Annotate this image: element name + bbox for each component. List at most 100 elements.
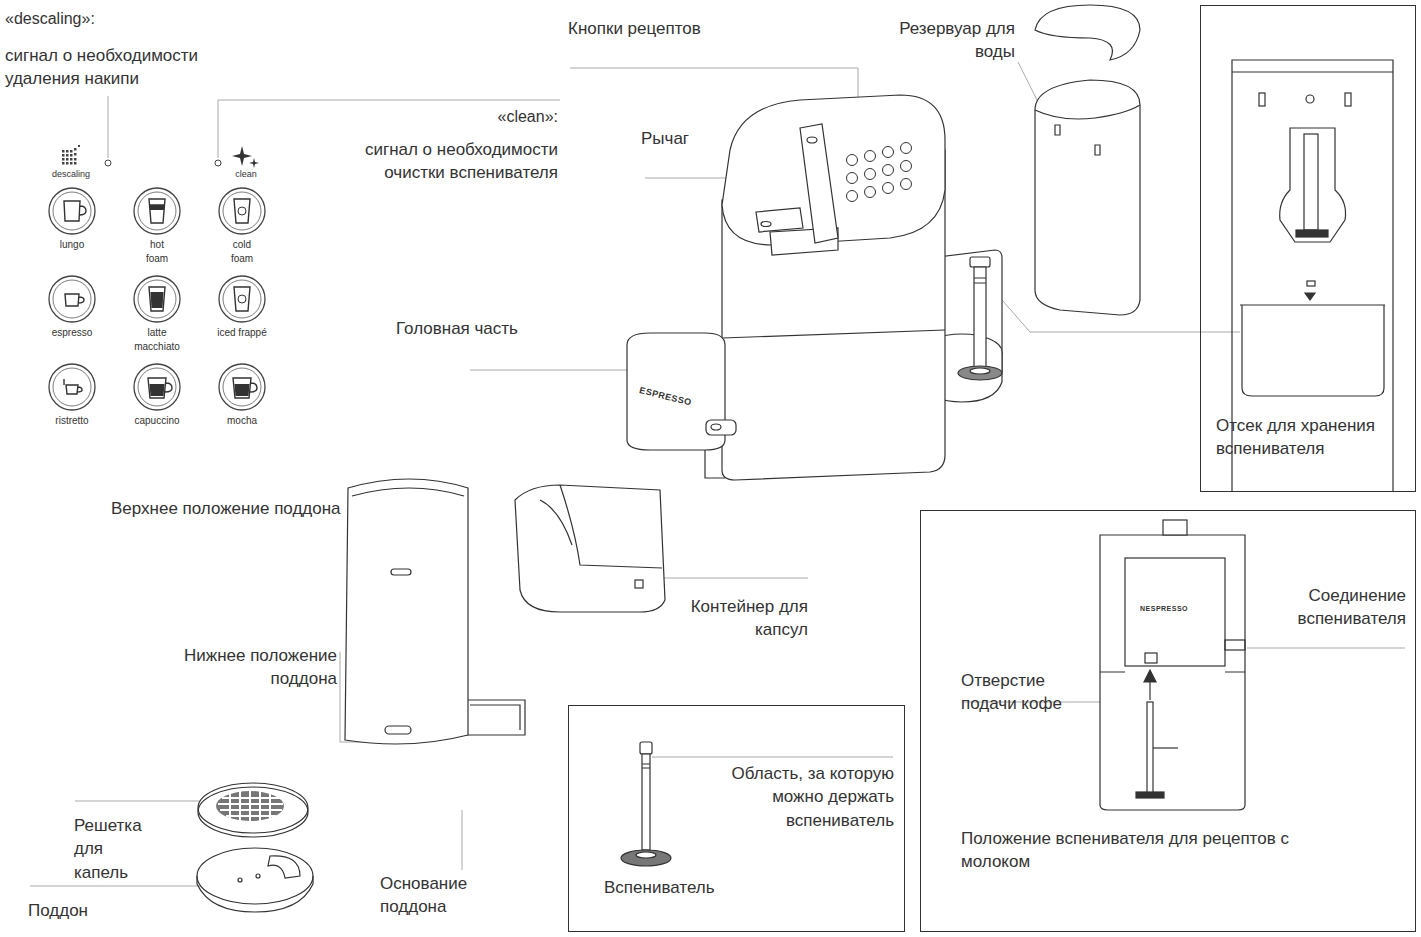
recipe-icons-shape (149, 287, 165, 311)
button-label: capuccino (127, 414, 187, 428)
top-buttons-shape (847, 155, 858, 166)
drip-tray-base-shape (345, 479, 468, 744)
descaling-icon (62, 145, 80, 165)
machine-body (705, 95, 945, 480)
recipe-buttons-shape (138, 280, 176, 318)
descaling-icon-shape (66, 150, 69, 153)
capsule-container-shape (560, 485, 662, 568)
part-label: Головная часть (396, 317, 556, 340)
storage-view-shape (1304, 134, 1318, 230)
recipe-icons-shape (149, 199, 165, 223)
milk-position-view-shape (1163, 520, 1187, 535)
drip-tray-base-shape (385, 726, 411, 734)
indicator-label: descaling (45, 168, 97, 180)
head-part-shape (706, 420, 736, 435)
storage-view-shape (1307, 281, 1315, 286)
descaling-icon-shape (70, 150, 73, 153)
descaling-icon-shape (70, 162, 73, 165)
drip-tray-shape (197, 876, 313, 912)
top-buttons-shape (883, 147, 894, 158)
recipe-buttons-shape (219, 188, 265, 234)
leader-lines-shape (462, 810, 463, 870)
descaling-icon-shape (66, 158, 69, 161)
milk-position-view-shape (1100, 535, 1245, 810)
frother-standing-shape (970, 257, 990, 267)
capsule-container-shape (635, 580, 643, 588)
recipe-buttons-shape (53, 280, 91, 318)
milk-position-view-shape (1153, 747, 1178, 748)
descaling-icon-shape (78, 145, 80, 147)
button-label: cold foam (225, 238, 259, 266)
water-tank-shape (1035, 80, 1140, 315)
frother-view-shape (640, 742, 652, 754)
inset-panel: Соединение вспенивателяОтверстие подачи … (920, 510, 1416, 932)
descaling-icon-shape (70, 154, 73, 157)
signal-description: сигнал о необходимости очистки вспениват… (318, 138, 558, 185)
recipe-buttons-shape (134, 276, 180, 322)
machine-body-shape (756, 208, 803, 232)
panel-label: Соединение вспенивателя (1251, 584, 1406, 631)
top-buttons-shape (865, 169, 876, 180)
descaling-icon-shape (74, 148, 77, 151)
drip-grid-shape (198, 787, 308, 837)
signal-description: сигнал о необходимости удаления накипи (5, 44, 230, 91)
drip-grid-shape (216, 791, 284, 821)
storage-view-shape (1345, 93, 1351, 106)
button-label: hot foam (140, 238, 174, 266)
milk-position-view-shape (1136, 792, 1164, 798)
leader-lines (30, 62, 1405, 886)
top-buttons-shape (883, 183, 894, 194)
storage-view-shape (1305, 293, 1315, 300)
recipe-icons (64, 199, 257, 398)
frother-view-shape (621, 850, 671, 866)
panel-label: Вспениватель (604, 876, 754, 899)
milk-position-view-shape (1149, 680, 1150, 700)
drip-tray-base (345, 479, 525, 744)
leader-lines-shape (470, 370, 627, 371)
descaling-icon-shape (70, 158, 73, 161)
inset-panel: Отсек для хранения вспенивателя (1200, 5, 1416, 492)
drip-tray-shape (197, 848, 313, 904)
descaling-icon-shape (62, 162, 65, 165)
clean-icon-shape (249, 158, 259, 168)
recipe-icons-shape (148, 378, 172, 398)
recipe-buttons-shape (223, 192, 261, 230)
descaling-icon-shape (62, 150, 65, 153)
water-tank-shape (1055, 125, 1060, 135)
machine-body-shape (722, 330, 945, 338)
recipe-buttons-shape (223, 368, 261, 406)
frother-view (621, 742, 671, 866)
button-label: lungo (42, 238, 102, 252)
storage-view-shape (1232, 71, 1393, 72)
indicator-lights-shape (215, 160, 221, 166)
indicator-lights-shape (105, 160, 111, 166)
indicator-lights (105, 160, 221, 166)
recipe-buttons-shape (219, 364, 265, 410)
storage-view-shape (1240, 304, 1385, 305)
leader-lines-shape (30, 886, 215, 887)
recipe-buttons-shape (49, 364, 95, 410)
top-buttons-shape (865, 151, 876, 162)
button-label: iced frappé (209, 326, 275, 340)
drip-tray-shape (238, 878, 242, 882)
top-buttons-shape (847, 173, 858, 184)
storage-view-shape (1242, 305, 1384, 396)
milk-position-view (1100, 520, 1245, 810)
water-tank (1035, 5, 1140, 315)
water-tank-shape (1035, 5, 1140, 60)
milk-position-view-shape (1144, 670, 1156, 682)
drip-tray-shape (268, 856, 300, 878)
drip-tray (197, 848, 313, 912)
machine-body-shape (722, 95, 945, 245)
machine-body-shape (800, 124, 838, 243)
milk-position-view-shape (1100, 671, 1245, 672)
recipe-icons-shape (64, 201, 86, 221)
storage-view-shape (1296, 230, 1328, 237)
frother-standing-shape (974, 278, 986, 283)
signal-name: «descaling»: (5, 8, 205, 30)
storage-view-shape (1280, 128, 1346, 242)
top-buttons (847, 143, 912, 202)
part-label: Решетка для капель (74, 814, 159, 884)
frother-standing-shape (970, 368, 990, 374)
button-label: mocha (212, 414, 272, 428)
